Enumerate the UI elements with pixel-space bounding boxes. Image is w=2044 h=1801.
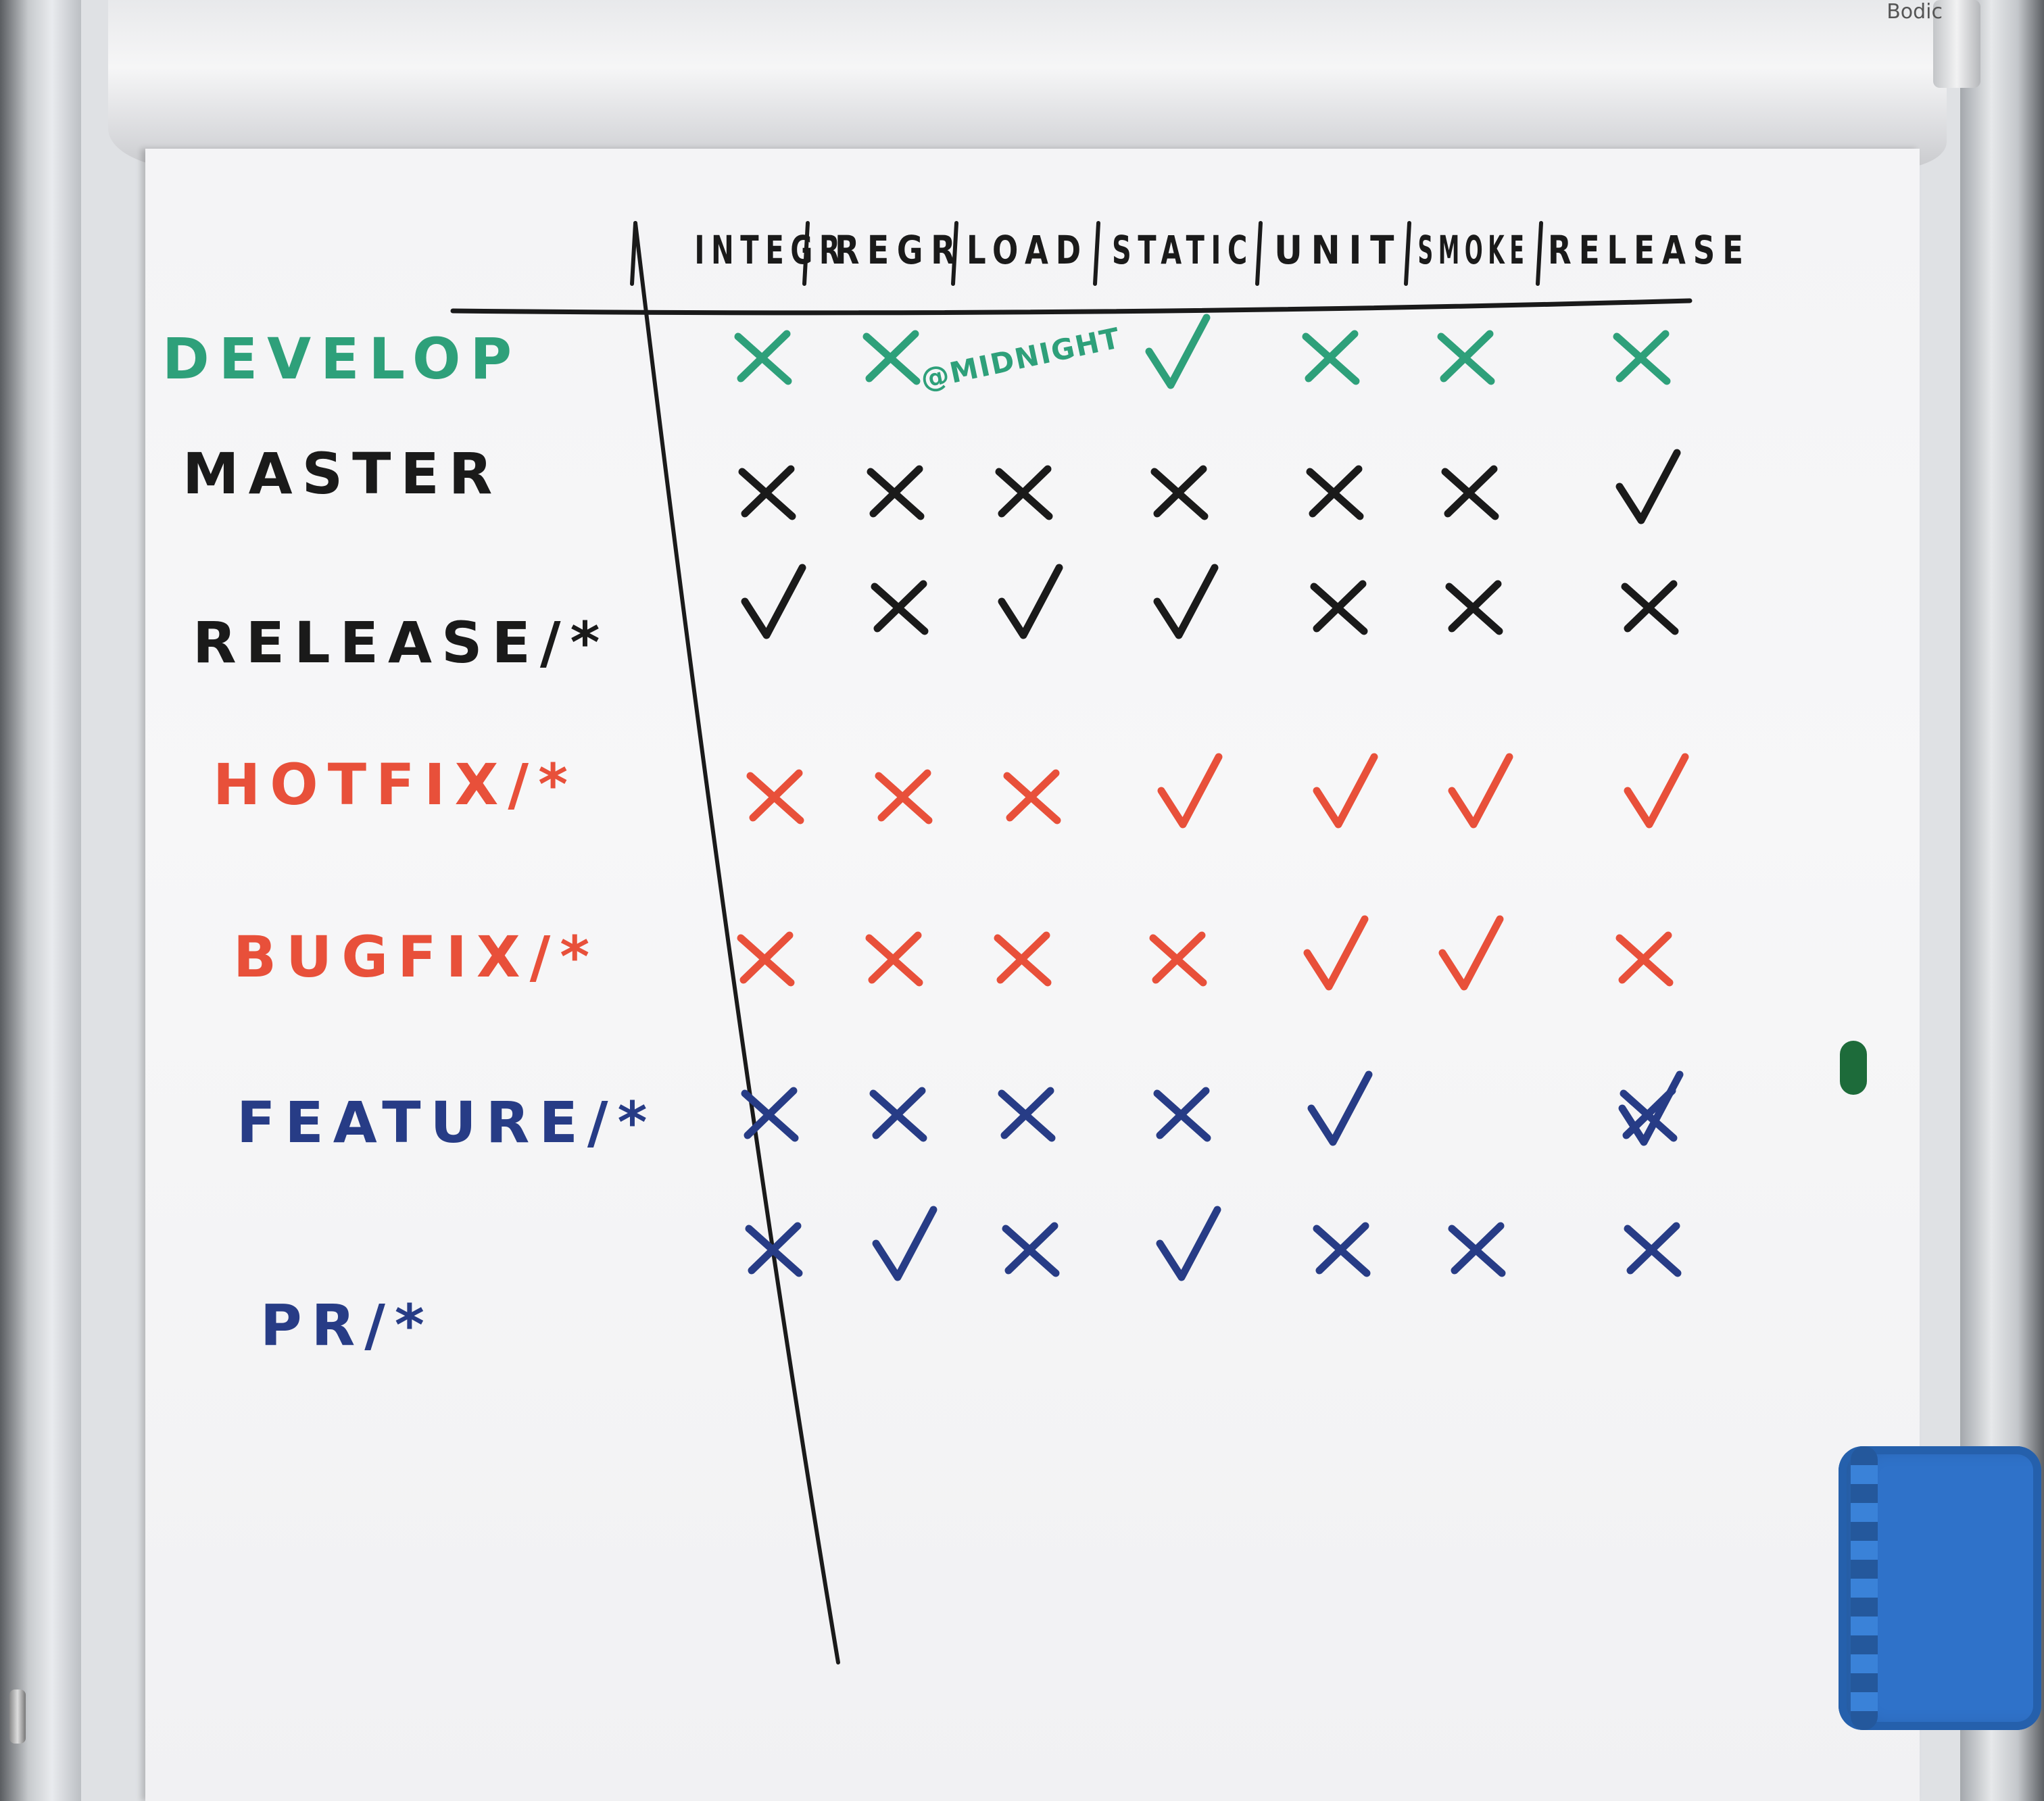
column-header: STATIC [1112, 227, 1254, 273]
check-mark [1438, 915, 1504, 991]
check-mark [1624, 753, 1689, 829]
column-header: SMOKE [1418, 227, 1530, 273]
x-mark [738, 465, 796, 520]
x-mark [871, 580, 929, 635]
x-mark [1448, 1222, 1506, 1277]
header-separator [1404, 221, 1411, 286]
branch-column-divider [633, 221, 840, 1664]
x-mark [1310, 580, 1368, 635]
x-mark [1302, 330, 1360, 385]
branch-label: MASTER [182, 441, 502, 507]
x-mark [737, 931, 795, 987]
whiteboard [81, 0, 1960, 1801]
x-mark [865, 931, 923, 987]
x-mark [1153, 1087, 1211, 1142]
paper-clip [1933, 0, 1980, 88]
x-mark [1003, 769, 1061, 824]
x-mark [998, 1087, 1056, 1142]
column-header: UNIT [1274, 227, 1403, 273]
x-mark [1441, 465, 1499, 520]
x-mark [734, 330, 792, 385]
cell-note: @MIDNIGHT [918, 321, 1124, 396]
header-underline [450, 298, 1693, 316]
check-mark [741, 564, 806, 639]
whiteboard-eraser [1839, 1446, 2041, 1730]
x-mark [1624, 1222, 1682, 1277]
check-mark [872, 1206, 938, 1281]
branch-label: PR/* [260, 1292, 434, 1358]
x-mark [867, 465, 925, 520]
check-mark [1156, 1206, 1221, 1281]
branch-label: BUGFIX/* [233, 924, 599, 990]
x-mark [869, 1087, 927, 1142]
check-mark [1145, 314, 1211, 389]
header-separator [1255, 221, 1263, 286]
x-mark [741, 1087, 799, 1142]
header-separator [630, 221, 637, 286]
x-mark [1149, 931, 1207, 987]
column-header: RELEASE [1548, 227, 1751, 273]
x-mark [1618, 1070, 1684, 1146]
branch-label: RELEASE/* [193, 610, 609, 676]
x-mark [1002, 1222, 1060, 1277]
flipchart-roll [108, 0, 1947, 169]
x-mark [1621, 580, 1679, 635]
brand-label: Bodic [1887, 0, 1943, 24]
column-header: LOAD [967, 227, 1088, 273]
x-mark [1615, 931, 1674, 987]
whiteboard-frame-left [0, 0, 95, 1801]
check-mark [1448, 753, 1513, 829]
table-grid [450, 221, 1693, 1664]
frame-knob [9, 1689, 26, 1744]
header-separator [1093, 221, 1100, 286]
x-mark [745, 1222, 803, 1277]
x-mark [862, 330, 921, 385]
x-mark [746, 769, 804, 824]
header-separator [951, 221, 958, 286]
check-mark [1153, 564, 1219, 639]
x-mark [1313, 1222, 1371, 1277]
x-mark [1306, 465, 1364, 520]
check-mark [1615, 449, 1681, 524]
x-mark [994, 931, 1052, 987]
check-mark [1307, 1070, 1373, 1146]
column-header: INTEGR [695, 227, 847, 273]
check-mark [1157, 753, 1223, 829]
magnet [1840, 1041, 1867, 1095]
header-separator [802, 221, 810, 286]
check-mark [1303, 915, 1369, 991]
branch-label: HOTFIX/* [213, 751, 577, 818]
header-separator [1536, 221, 1543, 286]
branch-label: FEATURE/* [237, 1089, 656, 1156]
x-mark [1613, 330, 1671, 385]
x-mark [1437, 330, 1495, 385]
column-header: REGR [835, 227, 963, 273]
x-mark [875, 769, 933, 824]
cell-note-text: @MIDNIGHT [918, 321, 1124, 396]
branch-label: DEVELOP [162, 326, 521, 392]
x-mark [1445, 580, 1503, 635]
x-mark [995, 465, 1053, 520]
x-mark [1150, 465, 1209, 520]
check-mark [1313, 753, 1378, 829]
check-mark [998, 564, 1063, 639]
